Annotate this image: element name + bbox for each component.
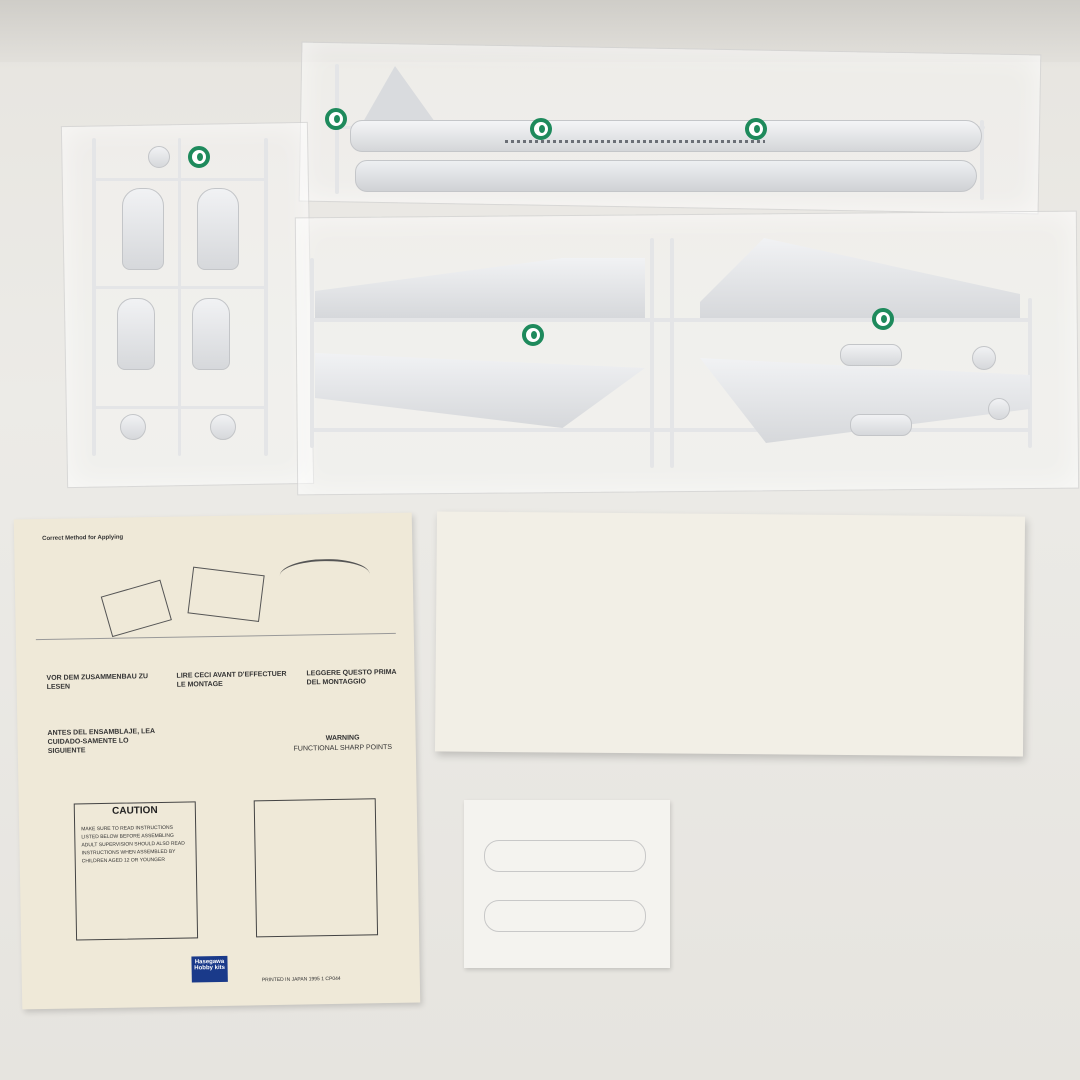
green-logo-icon: [325, 108, 347, 130]
green-logo-icon: [188, 146, 210, 168]
section-french: LIRE CECI AVANT D'EFFECTUER LE MONTAGE: [176, 670, 289, 689]
fuselage-half-bottom: [355, 160, 977, 192]
section-german: VOR DEM ZUSAMMENBAU ZU LESEN: [46, 673, 151, 691]
engine-sprue: [92, 138, 272, 456]
decal-stripe: [484, 840, 646, 872]
instruction-sheet: Correct Method for Applying VOR DEM ZUSA…: [13, 512, 421, 1010]
decal-stripe: [484, 900, 646, 932]
brand-subtitle: Hobby kits: [194, 964, 225, 972]
wing-upper-right: [700, 238, 1020, 318]
engine-nacelle-part: [197, 188, 239, 270]
decal-sheet: [464, 800, 670, 968]
diagram-tweezers: [100, 579, 172, 638]
background-shadow: [0, 0, 1080, 62]
warning-title: WARNING: [325, 734, 360, 743]
engine-small-part: [840, 344, 902, 366]
section-italian: LEGGERE QUESTO PRIMA DEL MONTAGGIO: [306, 668, 399, 687]
wheel-part: [148, 146, 170, 168]
wings-sprue: [300, 228, 1045, 478]
hasegawa-logo: Hasegawa Hobby kits: [191, 955, 228, 983]
window-row: [505, 140, 765, 143]
japanese-notice-box: [253, 798, 379, 938]
section-spanish: ANTES DEL ENSAMBLAJE, LEA CUIDADO-SAMENT…: [47, 728, 157, 755]
diagram-airplane: [279, 558, 371, 592]
engine-small-part: [850, 414, 912, 436]
wheel-part: [988, 398, 1010, 420]
caution-title: CAUTION: [111, 805, 158, 817]
wing-upper-left: [315, 258, 645, 318]
green-logo-icon: [872, 308, 894, 330]
wheel-part: [972, 346, 996, 370]
wing-lower-left: [315, 353, 645, 428]
green-logo-icon: [745, 118, 767, 140]
engine-nacelle-part: [117, 298, 155, 370]
warning-box: WARNING FUNCTIONAL SHARP POINTS: [293, 733, 394, 805]
green-logo-icon: [530, 118, 552, 140]
fuselage-half-top: [350, 120, 982, 152]
wheel-part: [210, 414, 236, 440]
diagram-decal-tray: [187, 566, 265, 623]
caution-box: CAUTION MAKE SURE TO READ INSTRUCTIONS L…: [73, 801, 199, 941]
instructions-heading: Correct Method for Applying: [42, 534, 124, 543]
green-logo-icon: [522, 324, 544, 346]
fuselage-sprue: [325, 60, 990, 200]
printed-line: PRINTED IN JAPAN 1995 1 CP044: [261, 975, 341, 984]
paint-guide-card: [434, 511, 1026, 757]
engine-nacelle-part: [122, 188, 164, 270]
warning-subtitle: FUNCTIONAL SHARP POINTS: [293, 743, 393, 753]
wheel-part: [120, 414, 146, 440]
caution-line: CHILDREN AGED 12 OR YOUNGER: [81, 856, 166, 865]
engine-nacelle-part: [192, 298, 230, 370]
